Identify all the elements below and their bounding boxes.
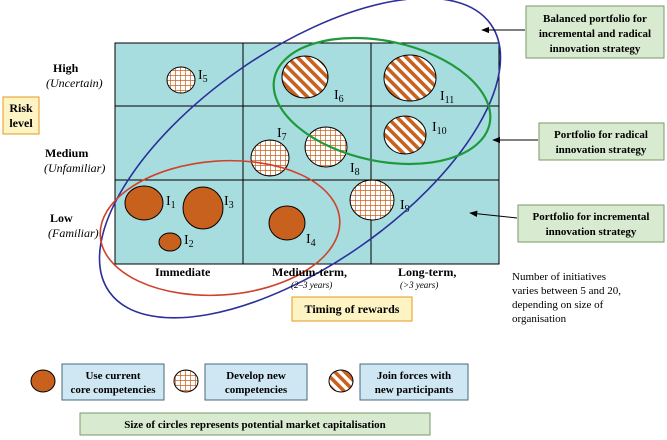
legend-solid-swatch: [30, 369, 56, 393]
balanced-portfolio-ellipse: [98, 0, 502, 319]
risk-level-title-2: level: [9, 116, 33, 130]
note-line-2: varies between 5 and 20,: [512, 285, 621, 297]
circle-I9: [349, 179, 395, 221]
circle-I7: [250, 139, 290, 177]
size-note-text: Size of circles represents potential mar…: [124, 419, 386, 431]
circle-I11: [383, 54, 437, 102]
legend-stripe-box: [359, 363, 469, 401]
legend: Use current core competencies Develop ne…: [30, 363, 469, 401]
time-column-labels: Immediate Medium-term, (2–3 years) Long-…: [155, 265, 456, 290]
radical-portfolio-line-2: innovation strategy: [556, 144, 647, 156]
label-I11: I11: [440, 89, 454, 106]
col-sub-long: (>3 years): [400, 280, 438, 290]
size-note-box-bg: [79, 412, 431, 436]
timing-rewards-box: Timing of rewards: [291, 296, 413, 322]
radical-portfolio-box-bg: [538, 122, 665, 161]
legend-solid-line-1: Use current: [85, 370, 140, 382]
label-I4: I4: [306, 232, 316, 249]
risk-row-labels: High (Uncertain) Medium (Unfamiliar) Low…: [44, 61, 105, 240]
initiative-labels: I1 I2 I3 I4 I5 I6 I7 I8 I9 I10 I11: [166, 68, 454, 250]
initiative-circles: [124, 54, 437, 252]
risk-level-title-1: Risk: [9, 101, 33, 115]
row-sub-medium: (Unfamiliar): [44, 161, 105, 175]
label-I6: I6: [334, 88, 344, 105]
initiatives-note: Number of initiatives varies between 5 a…: [512, 271, 621, 325]
pointer-arrows: [469, 26, 538, 219]
size-note-box: Size of circles represents potential mar…: [79, 412, 431, 436]
circle-I5: [166, 66, 196, 94]
legend-grid-box: [204, 363, 308, 401]
radical-portfolio-box: Portfolio for radical innovation strateg…: [538, 122, 665, 161]
row-sub-low: (Familiar): [48, 226, 99, 240]
label-I3: I3: [224, 194, 234, 211]
label-I10: I10: [432, 120, 447, 137]
col-label-long: Long-term,: [398, 265, 456, 279]
risk-level-box-bg: [2, 96, 40, 135]
label-I2: I2: [184, 233, 194, 250]
col-sub-medium: (2–3 years): [291, 280, 332, 290]
legend-grid-line-2: competencies: [225, 384, 288, 396]
col-label-immediate: Immediate: [155, 265, 211, 279]
legend-stripe-line-1: Join forces with: [377, 370, 451, 382]
portfolio-ellipses: [98, 0, 502, 319]
note-line-1: Number of initiatives: [512, 271, 606, 283]
legend-grid-swatch: [173, 369, 199, 393]
incremental-portfolio-box: Portfolio for incremental innovation str…: [517, 204, 665, 243]
circle-I3: [182, 186, 224, 230]
balanced-portfolio-box: Balanced portfolio for incremental and r…: [525, 5, 665, 59]
balanced-portfolio-box-bg: [525, 5, 665, 59]
balanced-portfolio-line-3: innovation strategy: [550, 43, 641, 55]
legend-grid-line-1: Develop new: [226, 370, 286, 382]
risk-level-box: Risk level: [2, 96, 40, 135]
row-label-low: Low: [50, 211, 73, 225]
label-I1: I1: [166, 194, 176, 211]
label-I7: I7: [277, 126, 287, 143]
incremental-arrow: [469, 210, 518, 219]
legend-solid-line-2: core competencies: [70, 384, 156, 396]
row-sub-high: (Uncertain): [46, 76, 103, 90]
label-I8: I8: [350, 161, 360, 178]
circle-I1: [124, 185, 164, 221]
radical-portfolio-line-1: Portfolio for radical: [554, 129, 648, 141]
balanced-portfolio-line-2: incremental and radical: [539, 28, 651, 40]
legend-stripe-swatch: [328, 369, 354, 393]
legend-stripe-line-2: new participants: [375, 384, 454, 396]
row-label-medium: Medium: [45, 146, 88, 160]
row-label-high: High: [53, 61, 79, 75]
circle-I4: [268, 205, 306, 241]
balanced-portfolio-line-1: Balanced portfolio for: [543, 13, 647, 25]
timing-rewards-title: Timing of rewards: [305, 302, 400, 316]
incremental-portfolio-box-bg: [517, 204, 665, 243]
label-I5: I5: [198, 68, 208, 85]
circle-I8: [304, 126, 348, 168]
note-line-3: depending on size of: [512, 299, 604, 311]
legend-solid-box: [61, 363, 165, 401]
circle-I10: [383, 115, 427, 155]
circle-I6: [281, 55, 329, 99]
col-label-medium: Medium-term,: [272, 265, 347, 279]
radical-portfolio-ellipse: [272, 36, 492, 166]
incremental-portfolio-ellipse: [99, 159, 341, 297]
incremental-portfolio-line-2: innovation strategy: [546, 226, 637, 238]
note-line-4: organisation: [512, 313, 567, 325]
incremental-portfolio-line-1: Portfolio for incremental: [533, 211, 650, 223]
circle-I2: [158, 232, 182, 252]
timing-rewards-box-bg: [291, 296, 413, 322]
